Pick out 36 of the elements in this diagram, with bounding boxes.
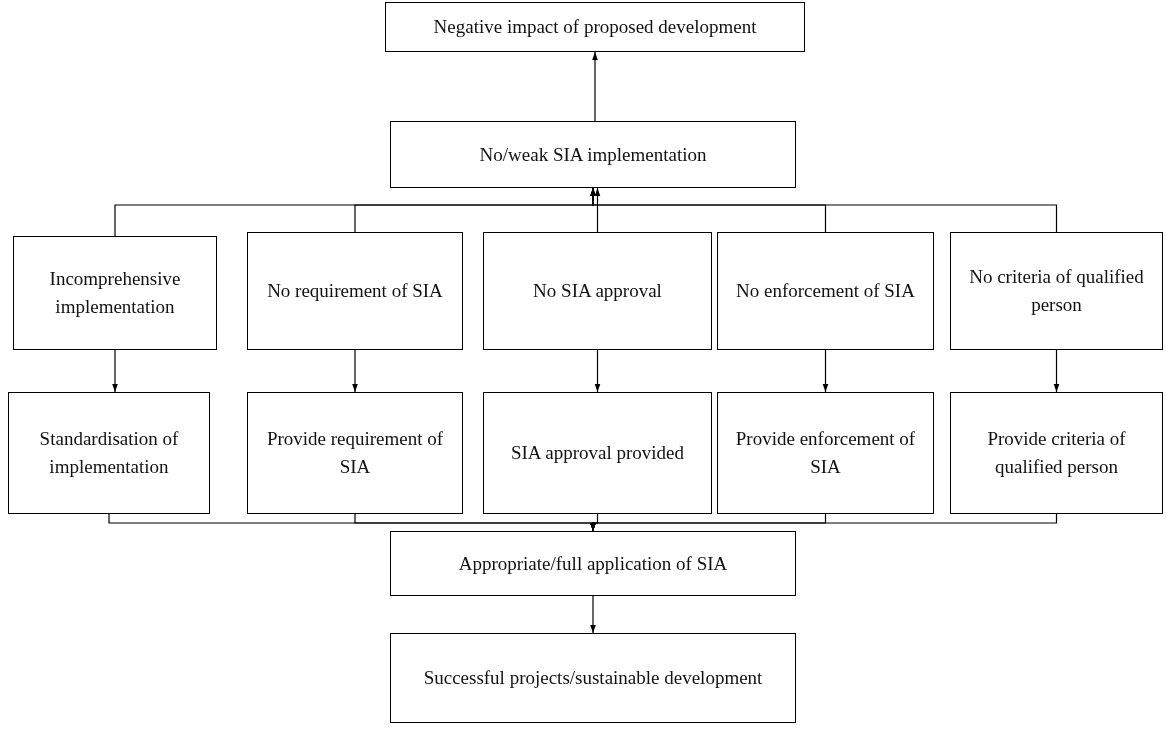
process-box	[247, 232, 463, 350]
process-box	[950, 392, 1163, 514]
process-box	[483, 392, 712, 514]
box-label: Provide criteria of qualified person	[986, 427, 1127, 479]
box-label: No/weak SIA implementation	[479, 142, 707, 167]
arrow	[590, 595, 596, 634]
process-box	[247, 392, 463, 514]
process-box	[390, 121, 796, 188]
process-box	[13, 236, 217, 350]
process-box	[8, 392, 210, 514]
arrow	[112, 349, 118, 393]
arrow	[594, 349, 601, 393]
process-box	[483, 232, 712, 350]
arrow	[592, 51, 598, 122]
box-label: No criteria of qualified person	[968, 265, 1145, 317]
box-label: No requirement of SIA	[267, 279, 443, 304]
box-label: Appropriate/full application of SIA	[458, 551, 728, 576]
box-label: SIA approval provided	[510, 441, 685, 466]
box-label: Standardisation of implementation	[38, 427, 180, 479]
arrow	[822, 349, 829, 393]
process-box	[390, 633, 796, 723]
box-label: Provide requirement of SIA	[265, 427, 445, 479]
arrow	[594, 187, 601, 233]
box-label: No enforcement of SIA	[736, 279, 915, 304]
process-box	[717, 232, 934, 350]
box-label: Incomprehensive implementation	[48, 267, 182, 319]
process-box	[390, 531, 796, 596]
box-label: Successful projects/sustainable development	[423, 666, 763, 691]
box-label: Provide enforcement of SIA	[734, 427, 917, 479]
process-box	[717, 392, 934, 514]
arrow	[352, 349, 358, 393]
box-label: Negative impact of proposed development	[433, 15, 757, 40]
arrow	[1053, 349, 1060, 393]
process-box	[385, 2, 805, 52]
process-box	[950, 232, 1163, 350]
box-label: No SIA approval	[533, 279, 662, 304]
